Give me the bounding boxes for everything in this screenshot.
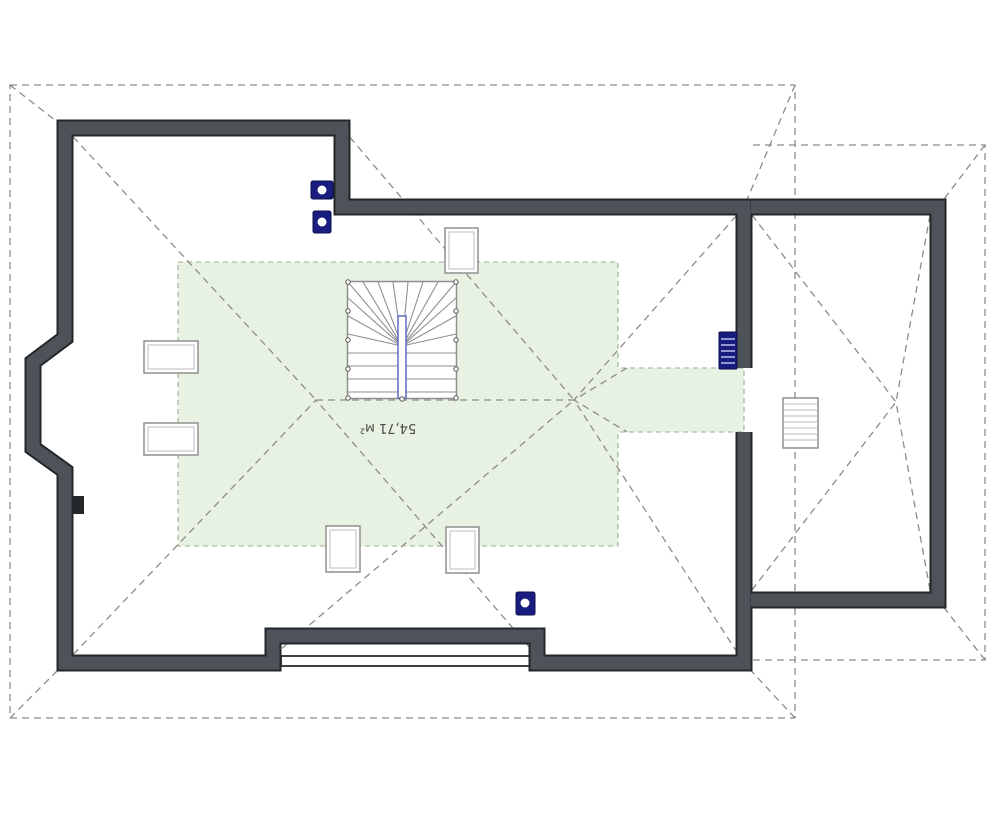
overhang-corner-line (743, 84, 796, 208)
exterior-walls (24, 119, 947, 672)
wing-hip-line (751, 214, 897, 403)
ceiling-light-symbol (312, 210, 332, 234)
floor-area (177, 261, 745, 547)
chimney-block (72, 496, 84, 514)
wing-wall (751, 200, 945, 607)
roof-window-symbol (143, 422, 199, 456)
wing-hip-line (895, 401, 931, 591)
overhang-corner-line (937, 144, 986, 208)
balcony-railing (280, 655, 538, 667)
roof-hip-lines (64, 127, 931, 664)
area-label: 54,71 м² (360, 420, 416, 435)
roof-window-symbol (445, 526, 480, 574)
roof-overhang-outline (9, 84, 986, 719)
roof-window-symbol (143, 340, 199, 374)
passage-ridge-arrow (572, 367, 628, 433)
railing-bars (280, 655, 538, 667)
ceiling-light-symbol (515, 591, 536, 616)
stair-handrail (397, 315, 407, 399)
ladder-rungs (783, 403, 818, 441)
floor-area-polygon (177, 261, 745, 547)
hip-line (64, 127, 317, 401)
stair-winder-treads (347, 281, 457, 347)
loft-ladder-symbol (782, 397, 819, 449)
staircase (345, 279, 459, 402)
roof-window-symbol (444, 227, 479, 274)
overhang-corner-line (743, 662, 796, 719)
hip-line (573, 399, 745, 664)
main-house-wall (26, 121, 751, 670)
valley-line (315, 399, 538, 657)
hip-line (573, 206, 745, 401)
ceiling-light-symbol (310, 180, 334, 200)
roof-windows (143, 227, 480, 574)
overhang-corner-line (937, 599, 986, 661)
hip-line (64, 399, 317, 664)
wing-wall-outline (751, 198, 947, 609)
overhang-corner-line (9, 662, 66, 719)
fixtures (310, 180, 738, 616)
vent-grille-symbol (718, 331, 738, 370)
wing-hip-line (751, 401, 897, 591)
wing-hip-line (895, 214, 931, 403)
valley-line (272, 399, 575, 657)
stair-node-dots (345, 279, 459, 402)
roof-window-symbol (325, 525, 361, 573)
